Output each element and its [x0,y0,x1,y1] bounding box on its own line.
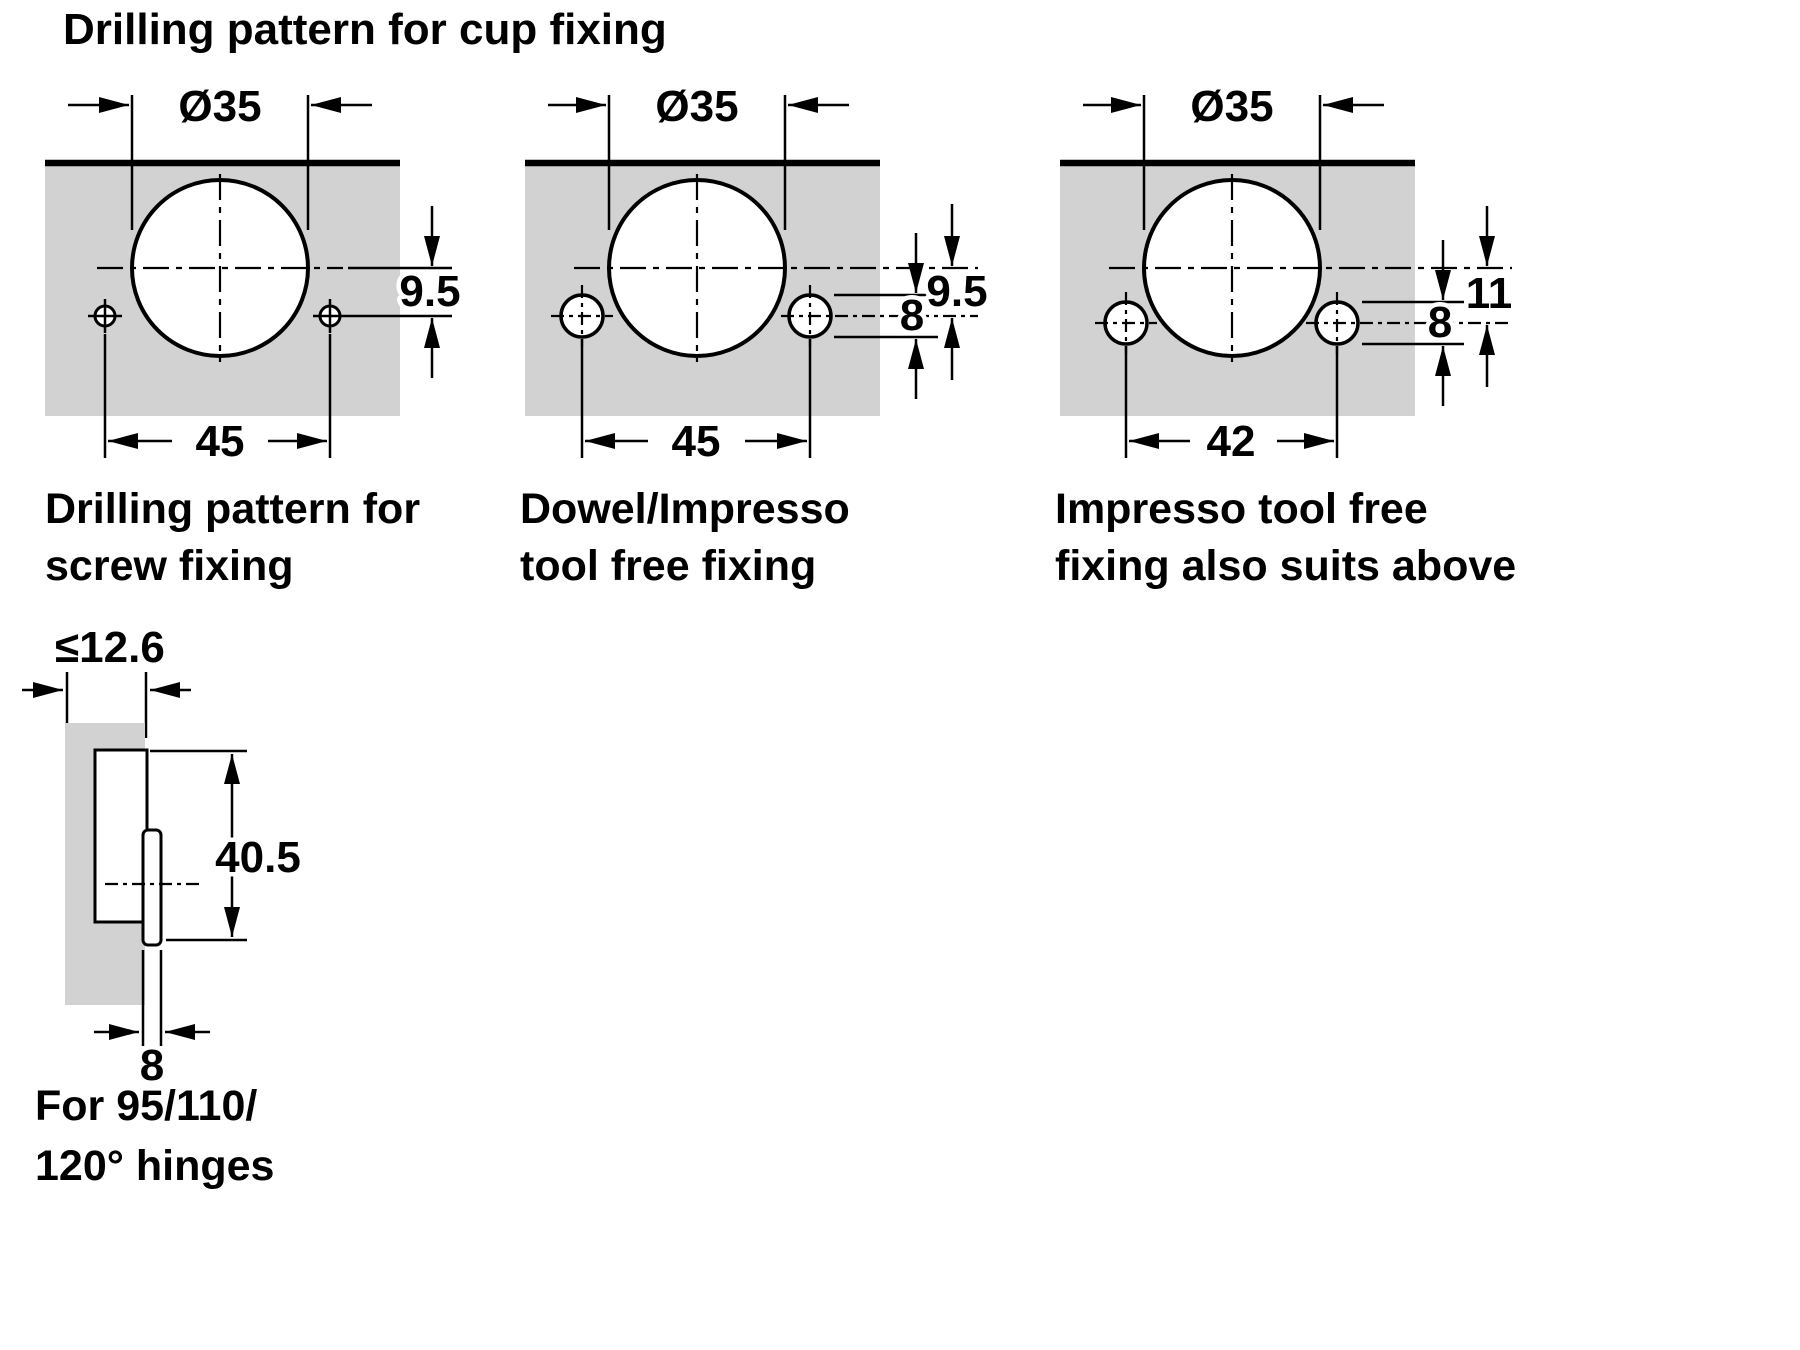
dim-hole-spacing: 45 [196,417,245,466]
dim-depth: 8 [140,1041,164,1090]
dim-hole-spacing: 45 [672,417,721,466]
side-view-caption-line1: For 95/110/ [35,1082,257,1130]
panel-caption-line2: screw fixing [45,542,294,590]
dim-hole-diameter: 8 [1428,298,1452,347]
dim-cup-height: 40.5 [215,833,301,882]
panel-caption-line1: Drilling pattern for [45,485,420,533]
dim-door-thickness: ≤12.6 [55,623,165,672]
dim-vertical-offset: 11 [1466,269,1513,318]
panel-caption-line1: Dowel/Impresso [520,485,850,533]
dim-hole-diameter: 8 [900,291,924,340]
panel-caption-line1: Impresso tool free [1055,485,1428,533]
side-view: ≤12.6 40.5 8 For 95/110/ 120° hinges [22,619,305,1190]
panel-dowel-impresso: Ø35 8 9.5 45 Dowel/Impresso tool free fi… [520,78,992,591]
panel-screw-fixing: Ø35 9.5 45 Drilling pattern for screw fi… [45,78,465,590]
dim-hole-spacing: 42 [1207,417,1256,466]
cup-cavity [93,748,149,924]
dim-vertical-offset: 9.5 [399,267,460,316]
page-title: Drilling pattern for cup fixing [63,5,667,54]
panel-caption-line2: tool free fixing [520,542,816,590]
side-view-caption-line2: 120° hinges [35,1142,274,1190]
dim-cup-diameter: Ø35 [655,82,738,131]
cup-rim [141,828,163,947]
panel-impresso: Ø35 8 11 42 Impresso tool free fixing al… [1055,78,1517,591]
dim-vertical-offset: 9.5 [926,267,987,316]
dim-cup-diameter: Ø35 [1190,82,1273,131]
dim-cup-diameter: Ø35 [178,82,261,131]
panel-caption-line2: fixing also suits above [1055,542,1516,590]
